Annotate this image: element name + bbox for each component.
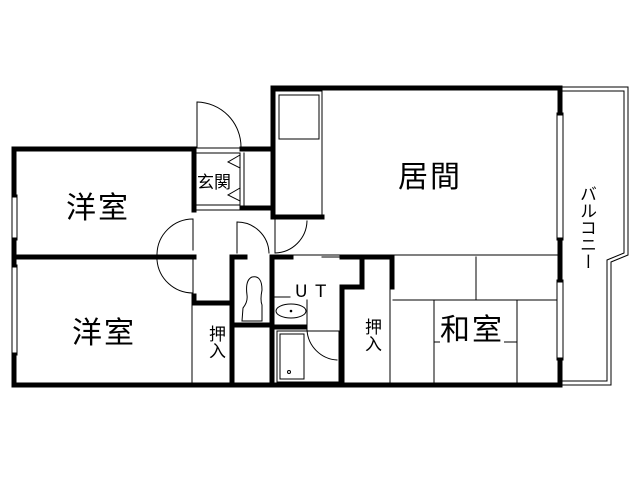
closet-right-label: 押入 <box>361 318 381 352</box>
closet-left-label: 押入 <box>205 325 225 359</box>
thin-lines <box>11 90 564 386</box>
unit-bath-label: UT <box>295 282 334 302</box>
entrance-label: 玄関 <box>197 173 231 193</box>
balcony-outline <box>561 86 629 386</box>
western-room-bottom-label: 洋室 <box>72 316 136 351</box>
japanese-room-label: 和室 <box>440 305 504 349</box>
exterior-walls <box>11 85 563 388</box>
living-room-label: 居間 <box>398 160 462 195</box>
western-room-top-label: 洋室 <box>66 191 130 226</box>
balcony-label: バルコニー <box>576 185 596 270</box>
